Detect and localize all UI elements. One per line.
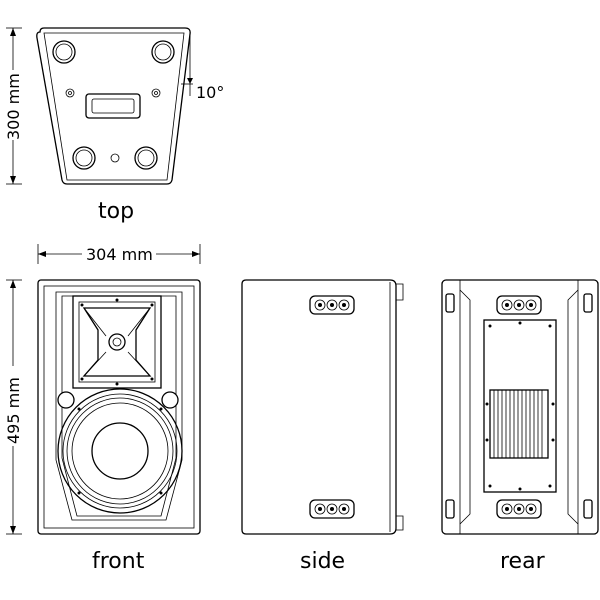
rear-rigging-top [496,295,542,315]
top-height-label: 300 mm [4,73,23,140]
width-label: 304 mm [86,245,153,264]
top-height-dimension: 300 mm [4,27,23,185]
angle-label: 10° [196,83,224,102]
rear-amp-panel [483,319,557,493]
front-port-right [161,391,179,409]
side-rigging-top [309,295,355,315]
width-dimension: 304 mm [37,244,201,264]
front-height-label: 495 mm [4,377,23,444]
front-cabinet [37,279,201,535]
side-view: side [241,279,404,574]
top-view: 300 mm 10° top [4,27,224,224]
top-body-outline [36,27,191,185]
front-height-dimension: 495 mm [4,279,23,535]
front-port-left [57,391,75,409]
top-handle [85,93,141,119]
rear-cabinet [441,279,599,535]
top-view-label: top [98,199,134,224]
rear-view: rear [441,279,599,574]
front-view: 304 mm 495 mm [4,244,201,574]
rear-heatsink [489,389,549,459]
front-view-label: front [92,549,145,574]
front-horn [72,295,162,389]
rear-view-label: rear [500,549,546,574]
side-cabinet [241,279,397,535]
rear-rigging-bottom [496,499,542,519]
side-view-label: side [300,549,345,574]
angle-dimension: 10° [181,34,224,102]
front-woofer [57,388,183,514]
side-rigging-bottom [309,499,355,519]
